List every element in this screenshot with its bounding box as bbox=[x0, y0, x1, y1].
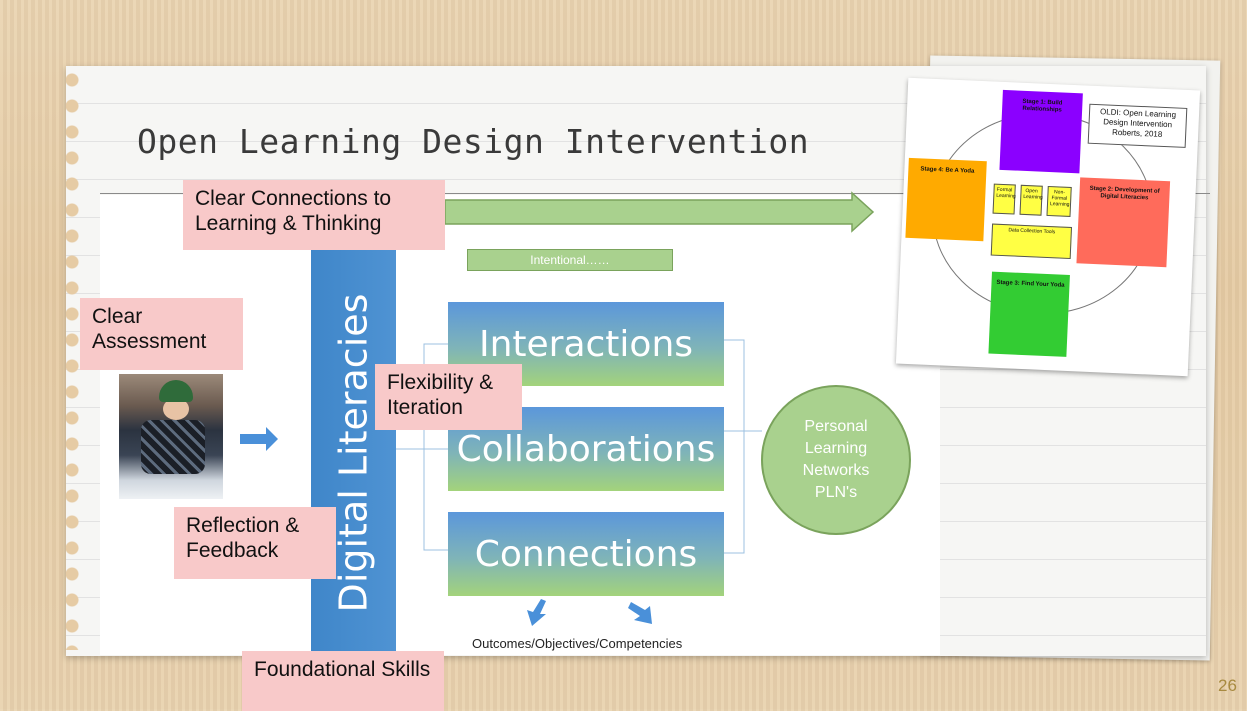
open-learning-box: Open Learning bbox=[1019, 184, 1043, 216]
pln-line: Personal bbox=[804, 418, 868, 435]
digital-literacies-label: Digital Literacies bbox=[331, 293, 376, 612]
stage2-box: Stage 2: Development of Digital Literaci… bbox=[1076, 177, 1171, 268]
digital-literacies-column bbox=[311, 250, 396, 655]
stage1-box: Stage 1: Build Relationships bbox=[999, 89, 1083, 174]
pln-line: Learning bbox=[804, 440, 868, 457]
pln-line: PLN's bbox=[814, 484, 858, 501]
pln-line: Networks bbox=[802, 462, 870, 479]
intentional-bar: Intentional…… bbox=[467, 249, 673, 271]
child-photo bbox=[119, 374, 223, 499]
slide-title: Open Learning Design Intervention bbox=[137, 122, 810, 161]
digital-literacies-label-wrap: Digital Literacies bbox=[311, 250, 396, 655]
torn-edge bbox=[66, 70, 84, 650]
bracket-line bbox=[724, 339, 745, 554]
right-arrow-icon bbox=[240, 427, 278, 451]
pln-circle: Personal Learning Networks PLN's bbox=[761, 385, 911, 535]
right-arrow-icon bbox=[444, 191, 875, 233]
non-formal-learning-box: Non-Formal Learning bbox=[1046, 185, 1072, 217]
oldi-stage-diagram: Stage 1: Build Relationships OLDI: Open … bbox=[895, 77, 1201, 377]
clear-assessment-label: Clear Assessment bbox=[80, 298, 243, 370]
page-number: 26 bbox=[1218, 676, 1237, 695]
connections-box: Connections bbox=[448, 512, 724, 596]
down-right-arrow-icon bbox=[628, 602, 652, 624]
flexibility-label: Flexibility & Iteration bbox=[375, 364, 522, 430]
bracket-line bbox=[423, 343, 448, 551]
stage4-box: Stage 4: Be A Yoda bbox=[905, 157, 987, 242]
reflection-label: Reflection & Feedback bbox=[174, 507, 336, 579]
stage3-box: Stage 3: Find Your Yoda bbox=[988, 271, 1070, 357]
title-divider bbox=[100, 193, 1210, 194]
formal-learning-box: Formal Learning bbox=[992, 183, 1016, 215]
oldi-title-box: OLDI: Open Learning Design Intervention … bbox=[1087, 103, 1188, 148]
clear-connections-label: Clear Connections to Learning & Thinking bbox=[183, 180, 445, 250]
data-collection-box: Data Collection Tools bbox=[990, 223, 1073, 260]
down-left-arrow-icon bbox=[527, 599, 546, 626]
outcomes-label: Outcomes/Objectives/Competencies bbox=[472, 636, 683, 651]
foundational-skills-label: Foundational Skills bbox=[242, 651, 444, 711]
